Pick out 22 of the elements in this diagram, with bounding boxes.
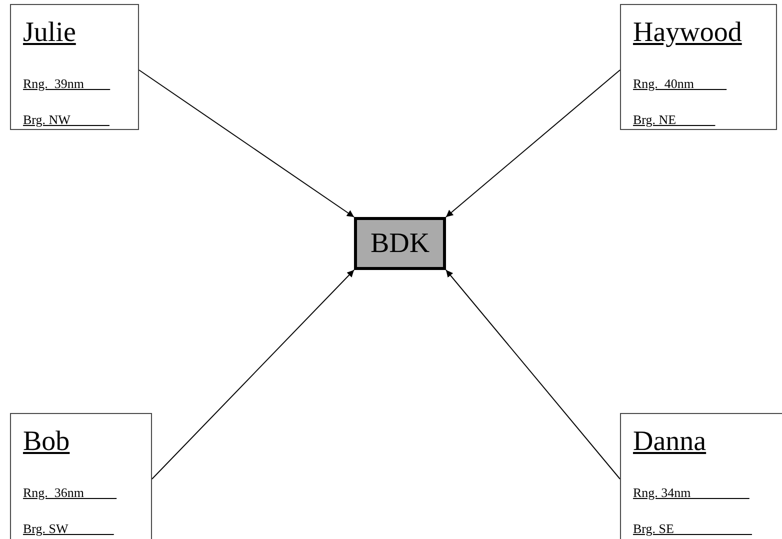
bearing-field: Brg. NW______ (23, 113, 110, 126)
range-field: Rng. 34nm_________ (633, 486, 750, 499)
range-field: Rng. 40nm_____ (633, 77, 727, 90)
range-field: Rng. 39nm____ (23, 77, 110, 90)
location-box (354, 217, 446, 270)
bearing-field: Brg. SW_______ (23, 522, 114, 535)
location-label: BDK (370, 228, 430, 260)
arrow (138, 70, 354, 218)
contact-name: Bob (23, 428, 70, 456)
contact-name: Danna (633, 428, 706, 456)
bearing-field: Brg. NE______ (633, 113, 716, 126)
range-field: Rng. 36nm_____ (23, 486, 117, 499)
contact-card (620, 413, 782, 539)
contact-card (10, 4, 139, 130)
arrow (152, 270, 354, 480)
contact-name: Julie (23, 19, 76, 47)
contact-name: Haywood (633, 19, 742, 47)
arrow (446, 270, 620, 480)
bearing-field: Brg. SE____________ (633, 522, 752, 535)
contact-card (10, 413, 152, 539)
arrow (446, 70, 620, 218)
contact-card (620, 4, 777, 130)
